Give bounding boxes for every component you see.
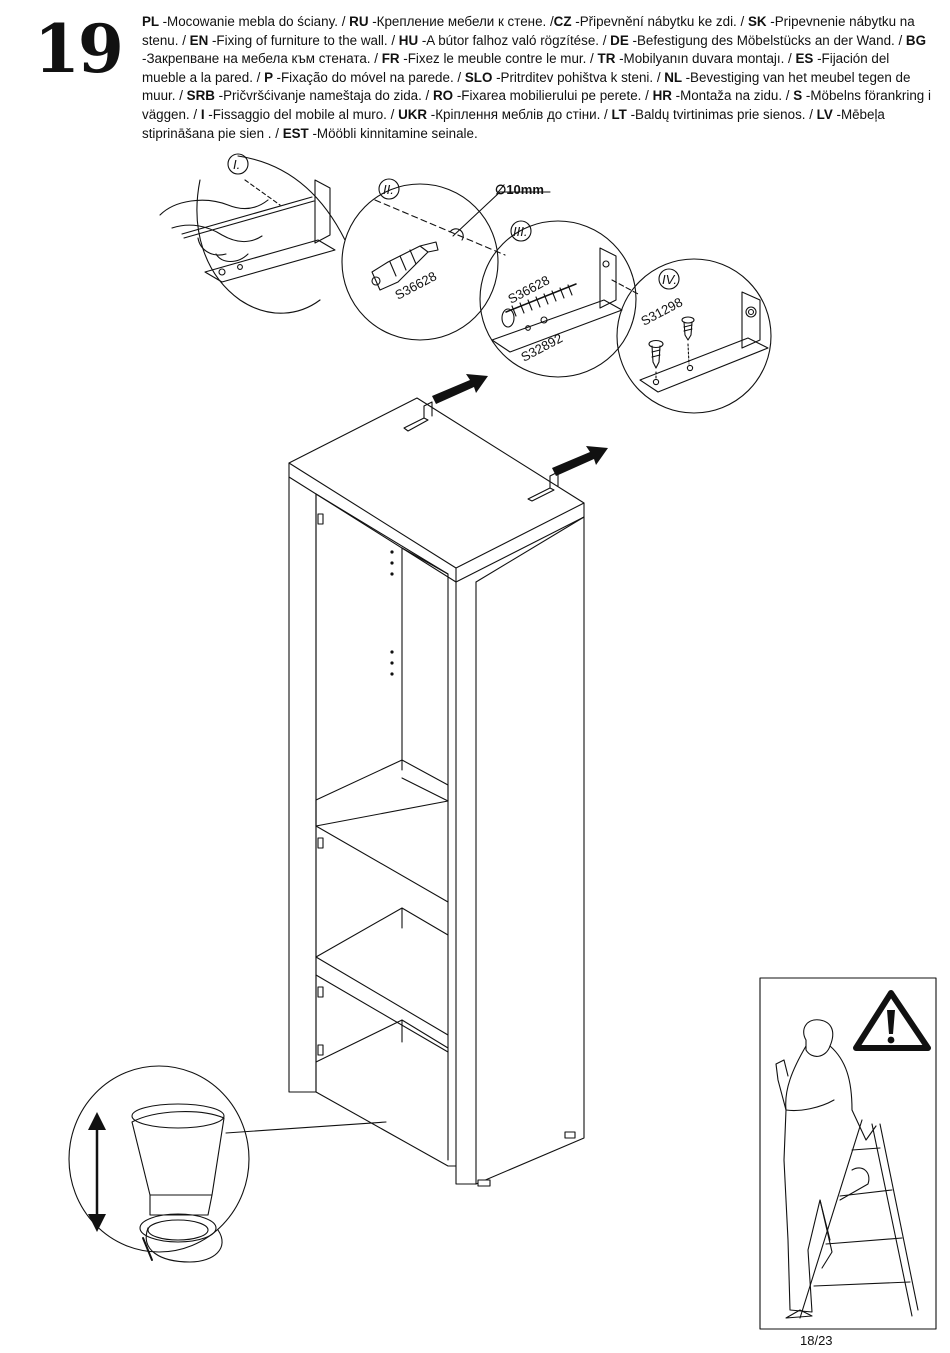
- language-code: S: [793, 88, 806, 104]
- warning-box: [759, 977, 937, 1330]
- detail-4-circle: [616, 258, 772, 414]
- language-code: RO: [433, 88, 457, 104]
- cabinet-illustration: [225, 397, 585, 1187]
- instruction-translation: -Fixing of furniture to the wall. /: [211, 32, 399, 48]
- instruction-text: PL -Mocowanie mebla do ściany. / RU -Кре…: [142, 13, 932, 143]
- language-code: EST: [282, 125, 313, 141]
- detail-1-illustration: [159, 155, 346, 314]
- person-on-ladder: [775, 1019, 919, 1319]
- instruction-translation: -Fijación del mueble a la pared. /: [142, 51, 890, 85]
- instruction-translation: -Кріплення меблів до стіни. /: [430, 106, 612, 122]
- language-code: FR: [381, 51, 404, 67]
- language-code: HR: [652, 88, 676, 104]
- instruction-translation: -Möbelns förankring i väggen. /: [142, 88, 931, 122]
- step-3-label: III.: [513, 224, 527, 239]
- instruction-translation: -Montaža na zidu. /: [675, 88, 794, 104]
- language-code: NL: [664, 69, 686, 85]
- step-4-label: IV.: [662, 272, 677, 287]
- small-screw-part-code: S31298: [638, 294, 685, 328]
- dowel-part-code: S36628: [392, 268, 439, 302]
- instruction-translation: -Bevestiging van het meubel tegen de muu…: [142, 69, 911, 104]
- language-code: CZ: [553, 14, 576, 29]
- instruction-translation: -Mēbeļa stiprināšana pie sien . /: [142, 106, 885, 141]
- language-code: LV: [816, 106, 837, 122]
- language-code: BG: [905, 32, 926, 48]
- instruction-translation: -Pričvršćivanje nameštaja do zida. /: [218, 88, 433, 104]
- language-code: HU: [398, 32, 422, 48]
- step-2-badge: [378, 178, 400, 200]
- instruction-translation: -Fixez le meuble contre le mur. /: [403, 51, 598, 67]
- push-arrow-icon: [432, 374, 608, 476]
- step-number: 19: [34, 10, 124, 88]
- instruction-translation: -Крепление мебели к стене. /: [372, 14, 554, 29]
- instruction-translation: -Mocowanie mebla do ściany. /: [162, 14, 350, 29]
- warning-triangle-icon: [853, 990, 931, 1051]
- instruction-translation: -Mobilyanın duvara montajı. /: [619, 51, 796, 67]
- step-1-badge: [227, 153, 249, 175]
- instruction-translation: -Mööbli kinnitamine seinale.: [312, 125, 478, 141]
- language-code: SLO: [464, 69, 497, 85]
- instruction-translation: -Закрепване на мебела към стената. /: [142, 51, 382, 67]
- language-code: UKR: [398, 106, 431, 122]
- instruction-translation: -A bútor falhoz való rögzítése. /: [421, 32, 611, 48]
- instruction-translation: -Připevnění nábytku ke zdi. /: [575, 14, 748, 29]
- instruction-translation: -Befestigung des Möbelstücks an der Wand…: [632, 32, 906, 48]
- language-code: P: [264, 69, 277, 85]
- language-code: I: [200, 106, 209, 122]
- detail-2-circle: [341, 183, 551, 341]
- language-code: SRB: [186, 88, 219, 104]
- language-code: DE: [610, 32, 633, 48]
- language-code: SK: [747, 14, 771, 29]
- language-code: EN: [189, 32, 212, 48]
- step-4-badge: [658, 268, 680, 290]
- step-2-label: II.: [383, 182, 394, 197]
- foot-adjust-detail: [68, 1065, 250, 1263]
- page-number: 18/23: [800, 1333, 833, 1348]
- instruction-translation: -Pripevnenie nábytku na stenu. /: [142, 14, 915, 48]
- language-code: PL: [142, 14, 163, 29]
- instruction-translation: -Fixarea mobilierului pe perete. /: [456, 88, 653, 104]
- drill-diameter-label: ∅10mm: [495, 182, 544, 197]
- language-code: TR: [597, 51, 620, 67]
- step-1-label: I.: [233, 157, 240, 172]
- step-3-badge: [510, 220, 532, 242]
- height-adjust-arrow-icon: [88, 1112, 106, 1232]
- language-code: LT: [611, 106, 631, 122]
- instruction-translation: -Fissaggio del mobile al muro. /: [208, 106, 399, 122]
- instruction-translation: -Fixação do móvel na parede. /: [276, 69, 465, 85]
- language-code: ES: [795, 51, 818, 67]
- instruction-translation: -Baldų tvirtinimas prie sienos. /: [630, 106, 817, 122]
- instruction-translation: -Pritrditev pohištva k steni. /: [496, 69, 665, 85]
- language-code: RU: [349, 14, 373, 29]
- bracket-part-code: S32892: [518, 330, 565, 364]
- detail-3-circle: [479, 220, 641, 378]
